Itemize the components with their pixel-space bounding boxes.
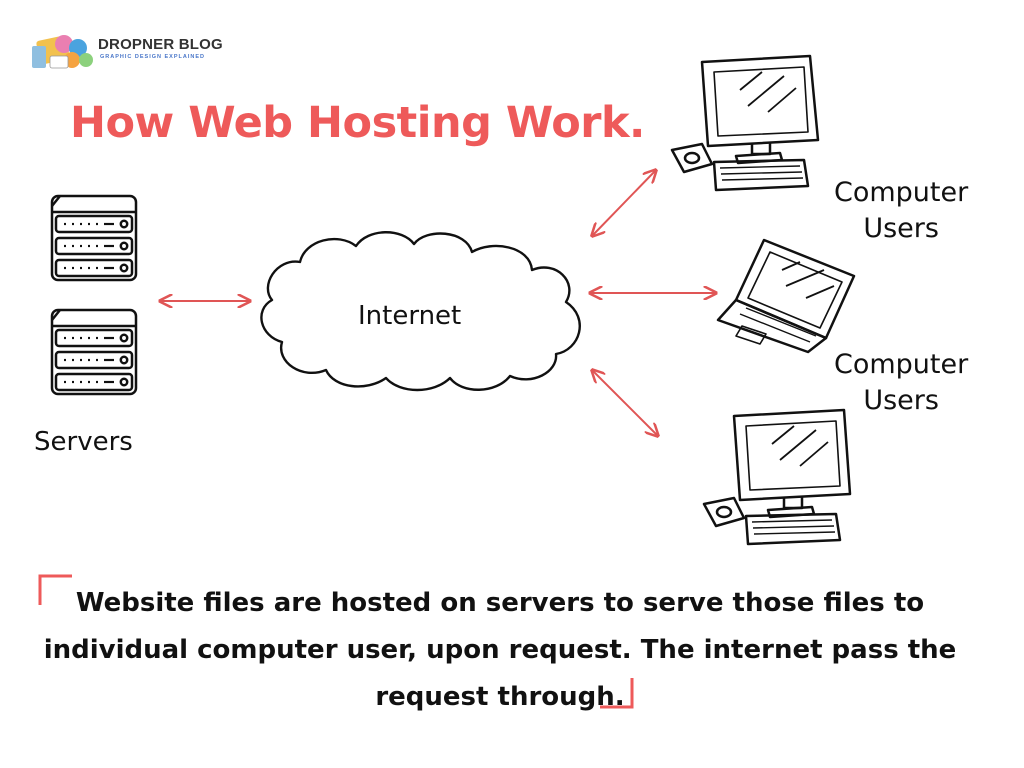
computer-users-line1: Computer: [834, 177, 969, 208]
caption-line-1: Website files are hosted on servers to s…: [75, 588, 925, 618]
caption-bracket-open: [38, 574, 72, 605]
page-title: How Web Hosting Work.: [70, 98, 645, 148]
laptop-icon: [716, 238, 856, 354]
computer-users-label: Computer Users: [834, 347, 968, 420]
computer-users-line2: Users: [863, 385, 939, 417]
server-rack-icon: [50, 194, 138, 282]
server-rack-icon: [50, 308, 138, 396]
arrow-internet-desktop-1: [592, 170, 656, 236]
caption-bracket-close: [600, 678, 634, 709]
colorful-palette-logo-icon: [32, 35, 93, 69]
caption: Website files are hosted on servers to s…: [20, 580, 980, 721]
computer-users-label: Computer Users: [834, 175, 968, 248]
caption-line-3: request through.: [375, 682, 625, 712]
caption-line-2: individual computer user, upon request. …: [43, 635, 957, 665]
blog-tagline: GRAPHIC DESIGN EXPLAINED: [100, 54, 205, 60]
desktop-computer-icon: [670, 54, 820, 192]
internet-label: Internet: [358, 301, 462, 331]
arrow-internet-desktop-2: [592, 370, 658, 436]
cloud-icon: [260, 231, 581, 392]
computer-users-line1: Computer: [834, 349, 969, 380]
servers-label: Servers: [34, 427, 133, 457]
blog-name: DROPNER BLOG: [98, 36, 223, 53]
computer-users-line2: Users: [863, 213, 939, 245]
desktop-computer-icon: [702, 408, 852, 546]
